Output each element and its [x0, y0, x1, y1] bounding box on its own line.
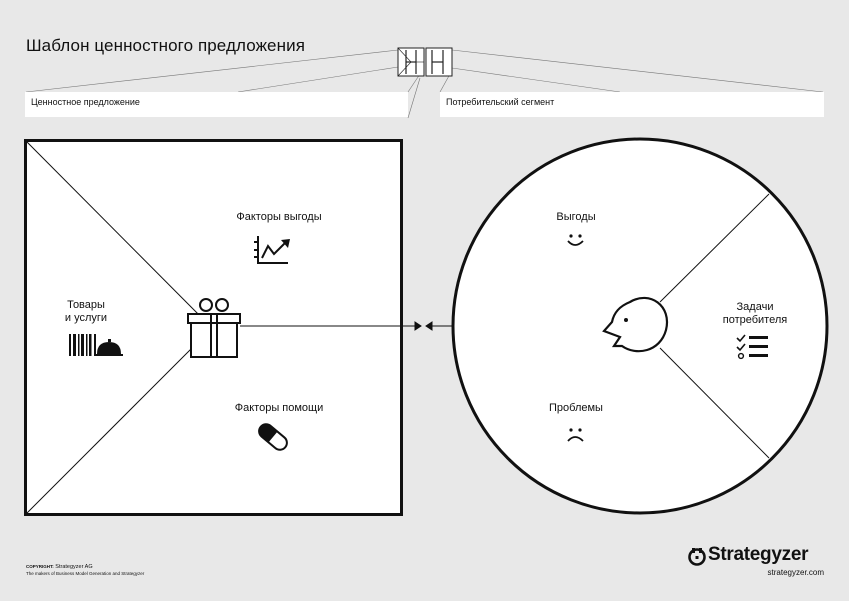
customer-divider-bottom [659, 347, 770, 459]
strategyzer-logo-icon [688, 548, 706, 566]
customer-jobs-label: Задачи потребителя [715, 301, 795, 327]
products-services-label: Товары и услуги [40, 299, 132, 325]
products-label-line2: и услуги [64, 312, 108, 324]
value-map-diagonal-bottom [26, 327, 213, 514]
frown-icon [567, 428, 584, 442]
customer-segment-field[interactable]: Потребительский сегмент [440, 92, 824, 117]
value-map-diagonal-top [26, 141, 213, 329]
pains-label: Проблемы [549, 402, 603, 414]
copyright-holder: Strategyzer AG [55, 564, 93, 570]
canvas-thumbnail-icon [397, 47, 453, 77]
gift-icon [187, 298, 241, 358]
brand-url[interactable]: strategyzer.com [767, 568, 824, 577]
jobs-label-line1: Задачи [736, 301, 774, 313]
brand-logo[interactable]: Strategyzer [688, 544, 828, 568]
copyright: COPYRIGHT: Strategyzer AG [26, 563, 226, 571]
header-guides [25, 49, 824, 119]
smile-icon [567, 234, 584, 246]
gains-label: Выгоды [556, 211, 596, 223]
gain-creators-label: Факторы выгоды [236, 211, 322, 223]
brand-name: Strategyzer [708, 544, 809, 565]
barcode-cloche-icon [69, 334, 123, 356]
copyright-label: COPYRIGHT: [26, 564, 54, 569]
arrow-right-icon [414, 321, 422, 331]
pill-icon [258, 423, 288, 451]
checklist-icon [736, 334, 768, 360]
pain-relievers-label: Факторы помощи [234, 402, 324, 414]
jobs-label-line2: потребителя [722, 314, 788, 326]
face-profile-icon [602, 296, 669, 353]
page-title: Шаблон ценностного предложения [26, 36, 306, 55]
value-proposition-field[interactable]: Ценностное предложение [25, 92, 408, 117]
arrow-left-icon [425, 321, 433, 331]
copyright-tagline: The makers of Business Model Generation … [26, 571, 145, 576]
products-label-line1: Товары [67, 299, 105, 311]
chart-up-icon [254, 236, 290, 264]
customer-divider-top [659, 193, 770, 303]
